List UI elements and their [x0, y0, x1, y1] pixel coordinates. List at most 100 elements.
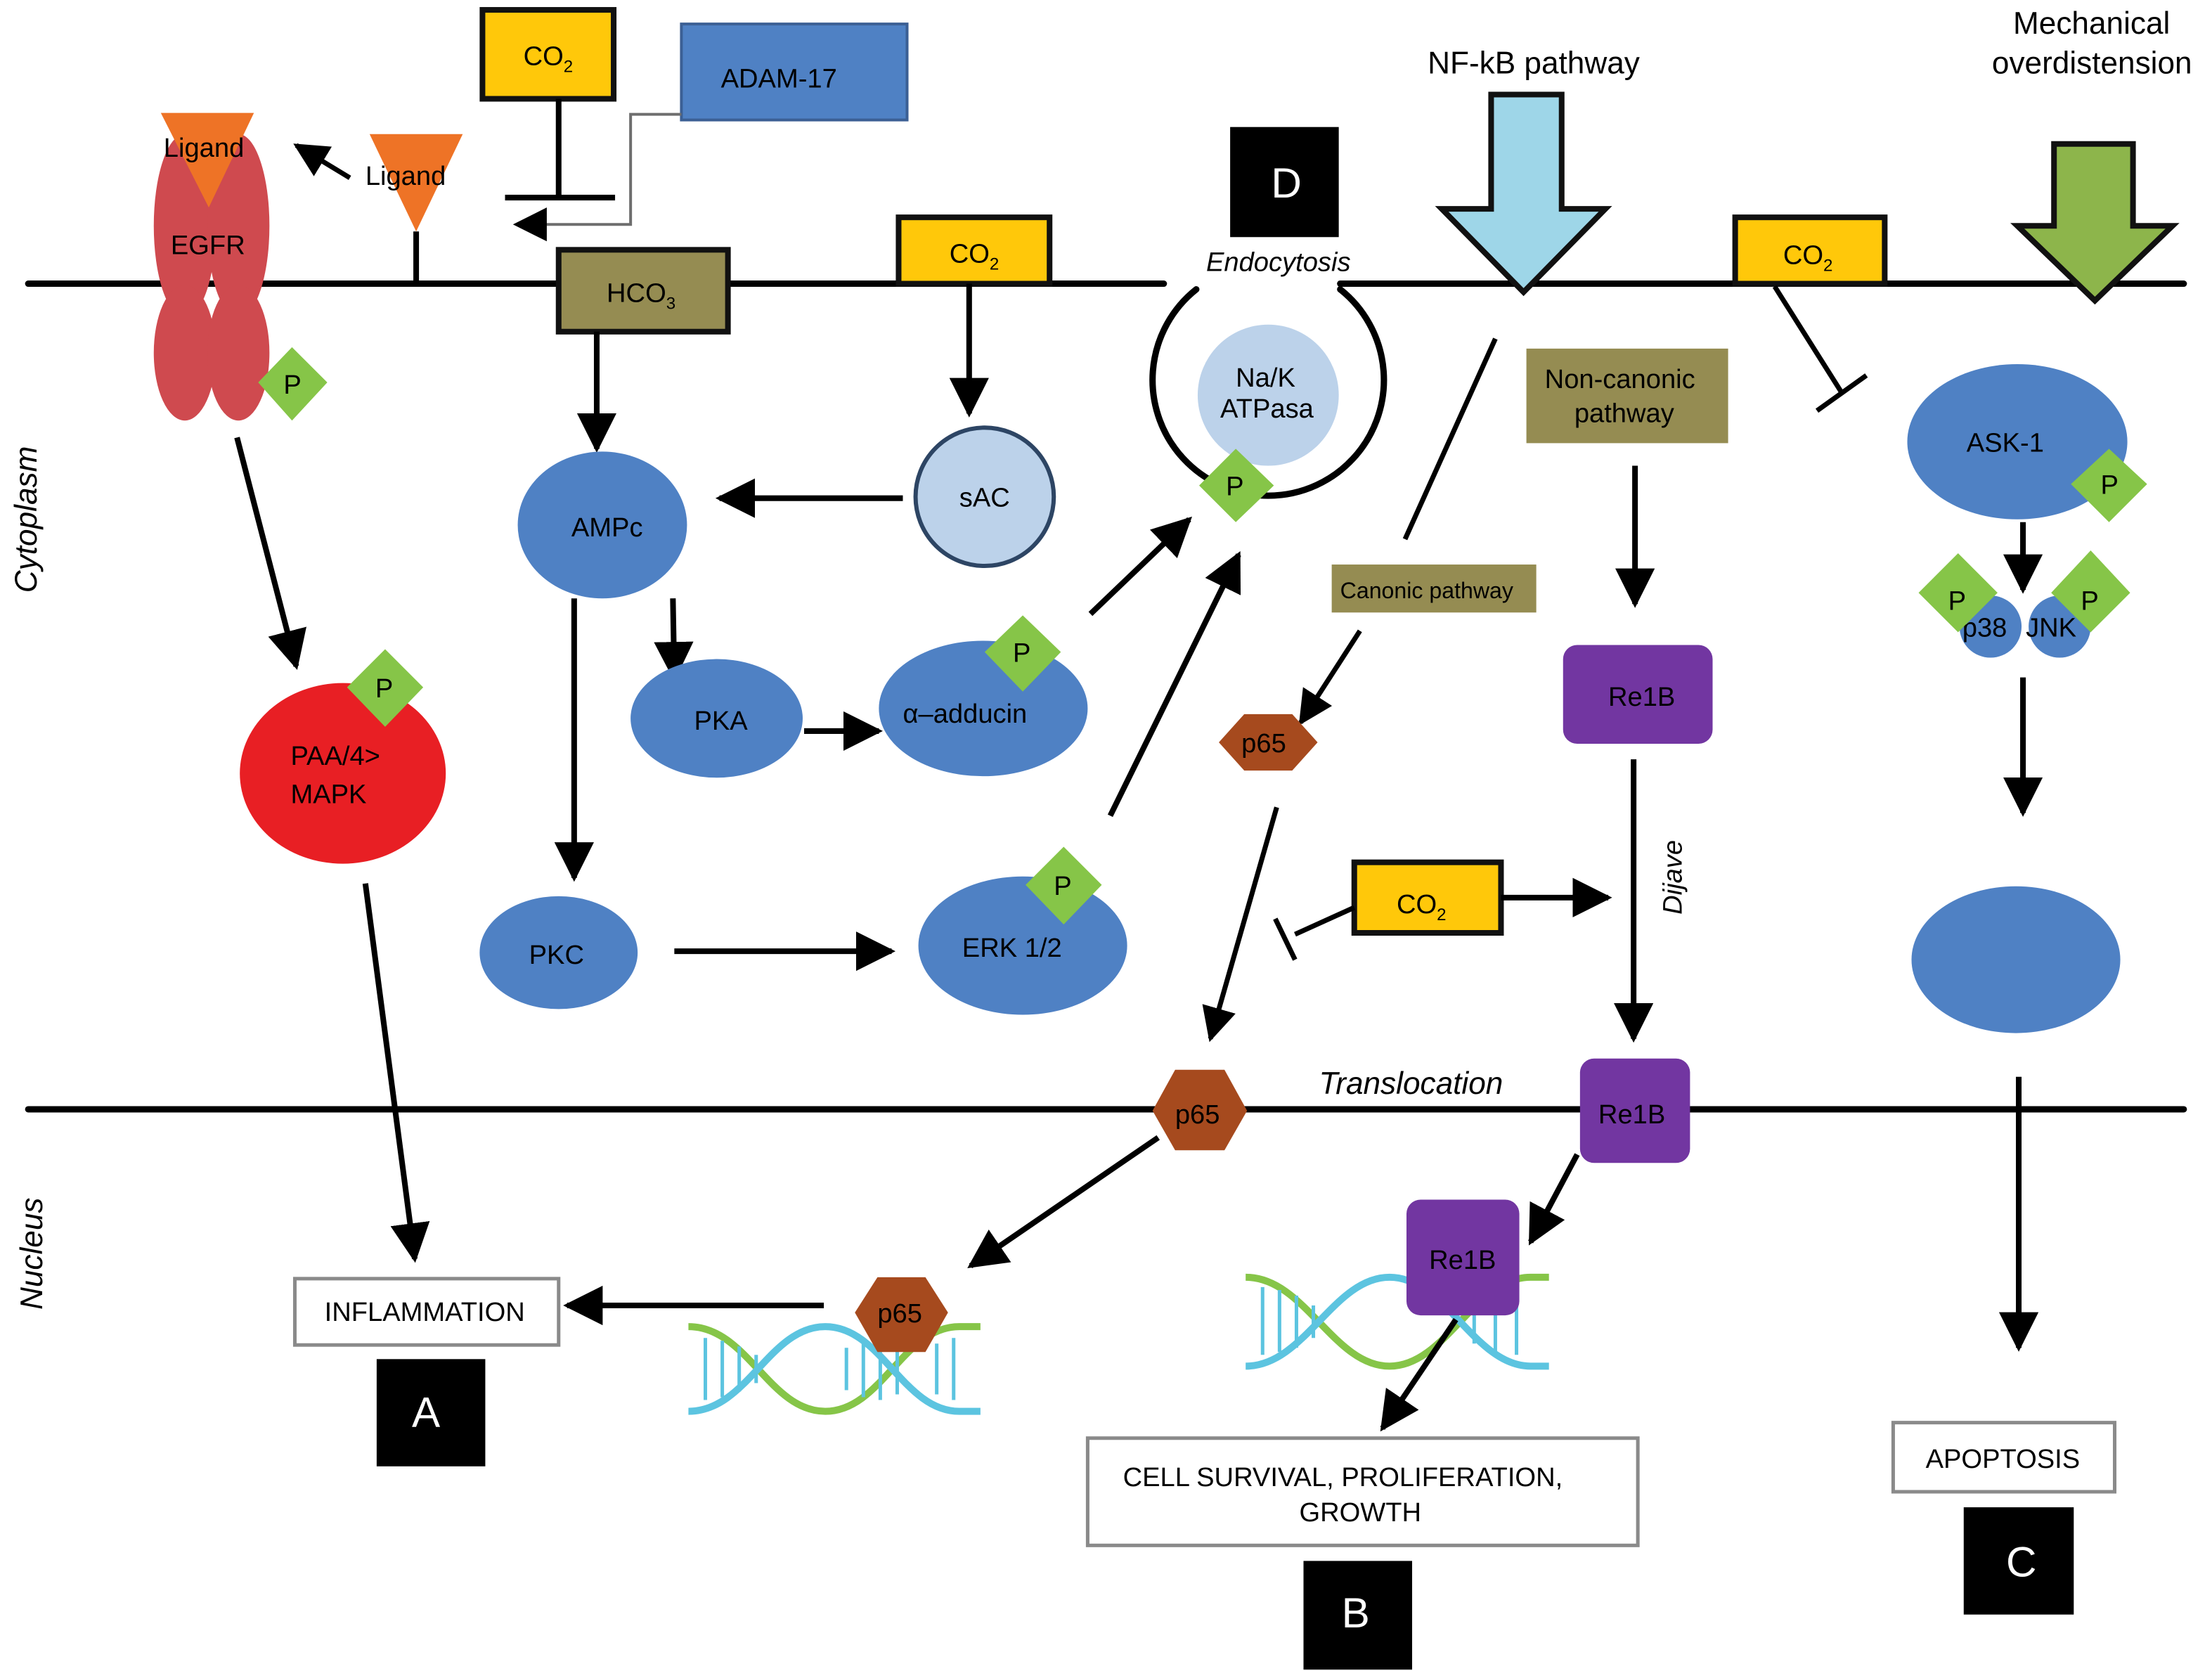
panel-label-c: C [1963, 1507, 2074, 1615]
svg-text:p65: p65 [1175, 1099, 1220, 1130]
egfr-receptor[interactable]: EGFR [153, 134, 270, 421]
svg-text:Non-canonic: Non-canonic [1545, 364, 1695, 394]
svg-text:P: P [283, 370, 301, 400]
jnk-phospho-tag: P [2051, 550, 2130, 633]
svg-text:PAA/4>: PAA/4> [290, 741, 380, 771]
svg-text:ATPasa: ATPasa [1220, 394, 1314, 424]
co2-inhibits-p65-bar [1273, 917, 1298, 961]
hco3-node[interactable]: HCO3 [555, 247, 731, 335]
ligand-bound[interactable]: Ligand [160, 112, 254, 208]
egfr-to-mapk-arrow [234, 437, 306, 671]
svg-text:Re1B: Re1B [1608, 682, 1675, 712]
mechanical-label-line2: overdistension [1992, 46, 2192, 80]
erk-phospho-tag: P [1026, 846, 1102, 924]
co2-inhibits-ask1-line [1772, 285, 1845, 395]
svg-text:CO2: CO2 [1783, 240, 1833, 275]
dna-helix-survival [1246, 1273, 1549, 1370]
egfr-phospho-tag: P [258, 347, 328, 421]
svg-text:CO2: CO2 [524, 41, 574, 76]
relb-cytoplasm-node[interactable]: Re1B [1563, 645, 1713, 744]
svg-text:P: P [1226, 472, 1243, 502]
nfkb-to-canonic-line [1402, 337, 1498, 541]
dijave-label: Dijave [1657, 840, 1688, 915]
na-k-atpase-node[interactable]: Na/K ATPasa [1197, 324, 1339, 466]
adam17-to-ligand-connector [512, 112, 682, 242]
sac-node[interactable]: sAC [913, 425, 1056, 569]
na-k-atpase-phospho-tag: P [1198, 449, 1274, 522]
co2-node-nfkb[interactable]: CO2 [1351, 859, 1504, 936]
ampc-to-pka-arrow [654, 598, 694, 682]
svg-text:CO2: CO2 [950, 238, 1000, 273]
erk-to-natk-arrow [1107, 550, 1241, 818]
p65-cytoplasm-node[interactable]: p65 [1219, 714, 1318, 771]
svg-text:MAPK: MAPK [290, 779, 366, 809]
svg-text:C: C [2006, 1537, 2036, 1585]
mapk-node[interactable]: PAA/4> MAPK [240, 683, 446, 864]
nfkb-input-arrow [1435, 91, 1612, 297]
dna-helix-inflammation [688, 1323, 981, 1415]
relb-membrane-node[interactable]: Re1B [1579, 1058, 1690, 1163]
co2-node-right[interactable]: CO2 [1732, 214, 1888, 287]
apoptosis-outcome[interactable]: APOPTOSIS [1891, 1421, 2117, 1494]
ask1-node[interactable]: ASK-1 [1907, 363, 2128, 520]
svg-text:AMPc: AMPc [571, 512, 643, 543]
pka-node[interactable]: PKA [630, 659, 803, 778]
svg-text:P: P [1013, 638, 1030, 669]
mechanical-label-line1: Mechanical [2013, 6, 2170, 41]
mechanical-input-arrow [2010, 141, 2180, 305]
svg-text:α–adducin: α–adducin [903, 699, 1027, 729]
svg-text:CO2: CO2 [1397, 889, 1447, 924]
canonic-pathway-node[interactable]: Canonic pathway [1331, 564, 1537, 613]
p65-to-dna-arrow [967, 1135, 1160, 1269]
svg-text:CELL SURVIVAL, PROLIFERATION,: CELL SURVIVAL, PROLIFERATION, [1123, 1462, 1563, 1492]
mapk-to-inflammation-arrow [362, 883, 430, 1263]
svg-text:P: P [1948, 586, 1966, 616]
co2-node-top[interactable]: CO2 [479, 7, 617, 102]
nfkb-pathway-label: NF-kB pathway [1428, 46, 1640, 80]
canonic-to-p65-arrow [1298, 629, 1362, 726]
pkc-node[interactable]: PKC [479, 896, 638, 1009]
svg-text:D: D [1271, 159, 1301, 207]
noncanonic-pathway-node[interactable]: Non-canonic pathway [1526, 348, 1728, 444]
endocytosis-vesicle [1149, 286, 1388, 499]
p38-phospho-tag: P [1918, 553, 1998, 633]
mapk-phospho-tag: P [347, 649, 424, 727]
svg-text:Ligand: Ligand [366, 161, 446, 191]
svg-text:Canonic pathway: Canonic pathway [1340, 578, 1513, 603]
svg-text:JNK: JNK [2026, 612, 2076, 643]
svg-text:PKC: PKC [529, 940, 584, 970]
inflammation-outcome[interactable]: INFLAMMATION [292, 1277, 561, 1347]
svg-text:p65: p65 [1241, 728, 1286, 759]
ligand-free[interactable]: Ligand [366, 134, 463, 284]
nucleus-label: Nucleus [15, 1197, 49, 1310]
endocytosis-label: Endocytosis [1206, 247, 1351, 277]
adducin-to-natk-arrow [1088, 516, 1192, 617]
erk-node[interactable]: ERK 1/2 [918, 876, 1127, 1015]
survival-outcome[interactable]: CELL SURVIVAL, PROLIFERATION, GROWTH [1085, 1436, 1640, 1547]
panel-label-d: D [1230, 127, 1339, 238]
svg-text:Ligand: Ligand [164, 133, 244, 163]
alpha-adducin-node[interactable]: α–adducin [879, 640, 1088, 777]
svg-text:P: P [375, 673, 393, 704]
svg-text:P: P [1054, 871, 1071, 901]
relb-to-survival-arrow [1380, 1317, 1459, 1432]
co2-inhibits-p65-line [1293, 905, 1356, 937]
p65-translocation-arrow [1202, 806, 1279, 1043]
co2-node-membrane[interactable]: CO2 [895, 214, 1053, 287]
cytoplasm-label: Cytoplasm [9, 446, 44, 593]
svg-text:INFLAMMATION: INFLAMMATION [325, 1297, 525, 1327]
adam17-node[interactable]: ADAM-17 [680, 22, 909, 122]
unlabeled-effector-node[interactable] [1911, 886, 2121, 1033]
svg-text:B: B [1342, 1589, 1370, 1637]
svg-text:EGFR: EGFR [171, 230, 245, 260]
relb-nucleus-node[interactable]: Re1B [1406, 1199, 1520, 1316]
p65-membrane-node[interactable]: p65 [1152, 1069, 1248, 1151]
svg-text:ERK 1/2: ERK 1/2 [962, 933, 1062, 963]
svg-text:ADAM-17: ADAM-17 [721, 63, 837, 93]
ampc-node[interactable]: AMPc [517, 451, 687, 599]
svg-text:Re1B: Re1B [1429, 1245, 1496, 1275]
co2-inhibits-ask1-bar [1815, 373, 1868, 413]
p65-nucleus-node[interactable]: p65 [855, 1277, 948, 1353]
panel-label-a: A [376, 1359, 486, 1466]
